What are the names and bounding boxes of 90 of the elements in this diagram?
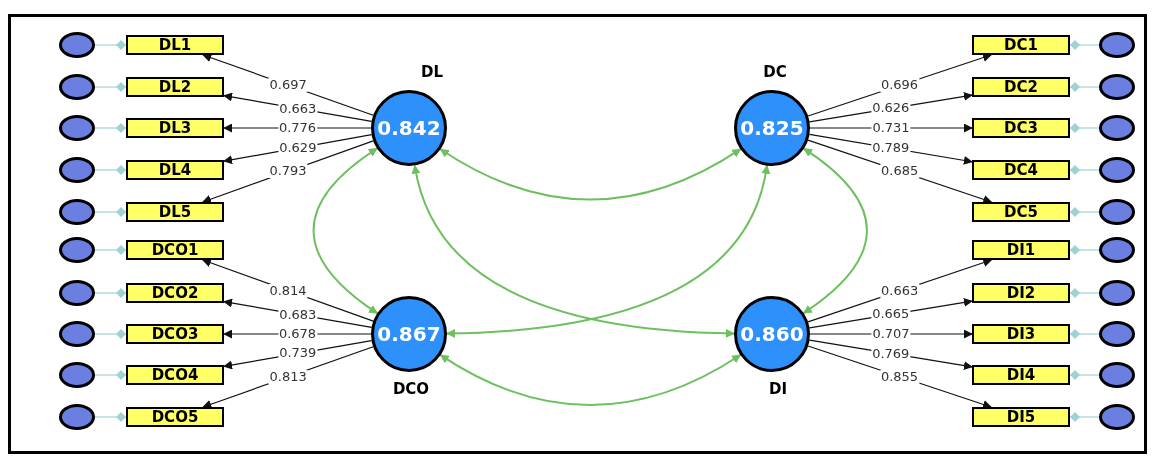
connector-line: [1069, 412, 1100, 422]
connector-line: [1069, 370, 1100, 380]
construct-name: DL: [421, 61, 443, 83]
error-term-circle: [59, 157, 95, 183]
construct-name: DI: [769, 378, 787, 400]
indicator-box: DL4: [126, 160, 224, 180]
curved-double-arrow: [439, 148, 742, 201]
indicator-box: DL2: [126, 77, 224, 97]
curved-double-arrow: [439, 354, 742, 407]
connector-line: [1069, 207, 1100, 217]
indicator-box: DCO1: [126, 240, 224, 260]
error-term-circle: [59, 321, 95, 347]
edge-label: 0.813: [268, 369, 308, 384]
connector-line: [94, 165, 127, 175]
error-term-circle: [59, 115, 95, 141]
error-term-circle: [1099, 32, 1135, 58]
edge-label: 0.739: [278, 346, 318, 361]
error-term-circle: [1099, 404, 1135, 430]
error-term-circle: [1099, 199, 1135, 225]
edge-label: 0.696: [879, 78, 920, 93]
indicator-box: DC4: [972, 160, 1070, 180]
edge-label: 0.776: [277, 121, 318, 135]
edge-label: 0.678: [277, 327, 318, 341]
indicator-box: DC1: [972, 35, 1070, 55]
curved-double-arrow: [312, 147, 379, 315]
edge-label: 0.814: [268, 283, 308, 298]
edge-label: 0.626: [871, 101, 911, 116]
error-term-circle: [1099, 74, 1135, 100]
indicator-box: DCO2: [126, 283, 224, 303]
connector-line: [1069, 123, 1100, 133]
connector-line: [1069, 329, 1100, 339]
connector-line: [94, 370, 127, 380]
edge-label: 0.685: [880, 164, 920, 179]
edge-label: 0.731: [871, 121, 911, 135]
edge-label: 0.769: [871, 346, 911, 361]
connector-line: [94, 40, 127, 50]
indicator-box: DL1: [126, 35, 224, 55]
error-term-circle: [59, 404, 95, 430]
indicator-box: DC2: [972, 77, 1070, 97]
error-term-circle: [1099, 280, 1135, 306]
error-term-circle: [59, 199, 95, 225]
error-term-circle: [1099, 362, 1135, 388]
error-term-circle: [59, 280, 95, 306]
connector-line: [94, 288, 127, 298]
connector-line: [94, 207, 127, 217]
connector-line: [94, 123, 127, 133]
error-term-circle: [1099, 237, 1135, 263]
construct-name: DCO: [392, 378, 430, 400]
curved-double-arrow: [802, 147, 868, 315]
indicator-box: DI4: [972, 365, 1070, 385]
connector-line: [1069, 40, 1100, 50]
curved-double-arrow: [446, 164, 770, 338]
edge-label: 0.789: [871, 141, 911, 155]
edge-label: 0.707: [871, 327, 911, 341]
connector-line: [94, 245, 127, 255]
edge-label: 0.663: [278, 101, 318, 116]
indicator-box: DCO3: [126, 324, 224, 344]
indicator-box: DI1: [972, 240, 1070, 260]
connector-line: [1069, 82, 1100, 92]
connector-line: [1069, 165, 1100, 175]
error-term-circle: [59, 362, 95, 388]
indicator-box: DI5: [972, 407, 1070, 427]
indicator-box: DI2: [972, 283, 1070, 303]
edge-label: 0.665: [871, 307, 911, 322]
indicator-box: DC3: [972, 118, 1070, 138]
connector-line: [94, 82, 127, 92]
indicator-box: DL5: [126, 202, 224, 222]
error-term-circle: [1099, 321, 1135, 347]
indicator-box: DCO5: [126, 407, 224, 427]
error-term-circle: [1099, 157, 1135, 183]
edge-label: 0.663: [880, 283, 920, 298]
construct-name: DC: [763, 61, 787, 83]
indicator-box: DL3: [126, 118, 224, 138]
error-term-circle: [59, 32, 95, 58]
connector-line: [1069, 288, 1100, 298]
edge-label: 0.855: [879, 369, 920, 384]
edge-label: 0.793: [268, 164, 308, 179]
edge-label: 0.683: [278, 307, 318, 322]
indicator-box: DCO4: [126, 365, 224, 385]
connector-line: [94, 329, 127, 339]
error-term-circle: [59, 237, 95, 263]
error-term-circle: [59, 74, 95, 100]
error-term-circle: [1099, 115, 1135, 141]
connector-line: [94, 412, 127, 422]
indicator-box: DI3: [972, 324, 1070, 344]
indicator-box: DC5: [972, 202, 1070, 222]
edge-label: 0.697: [268, 78, 308, 93]
connector-line: [1069, 245, 1100, 255]
curved-double-arrow: [412, 164, 735, 338]
edge-label: 0.629: [278, 140, 318, 155]
